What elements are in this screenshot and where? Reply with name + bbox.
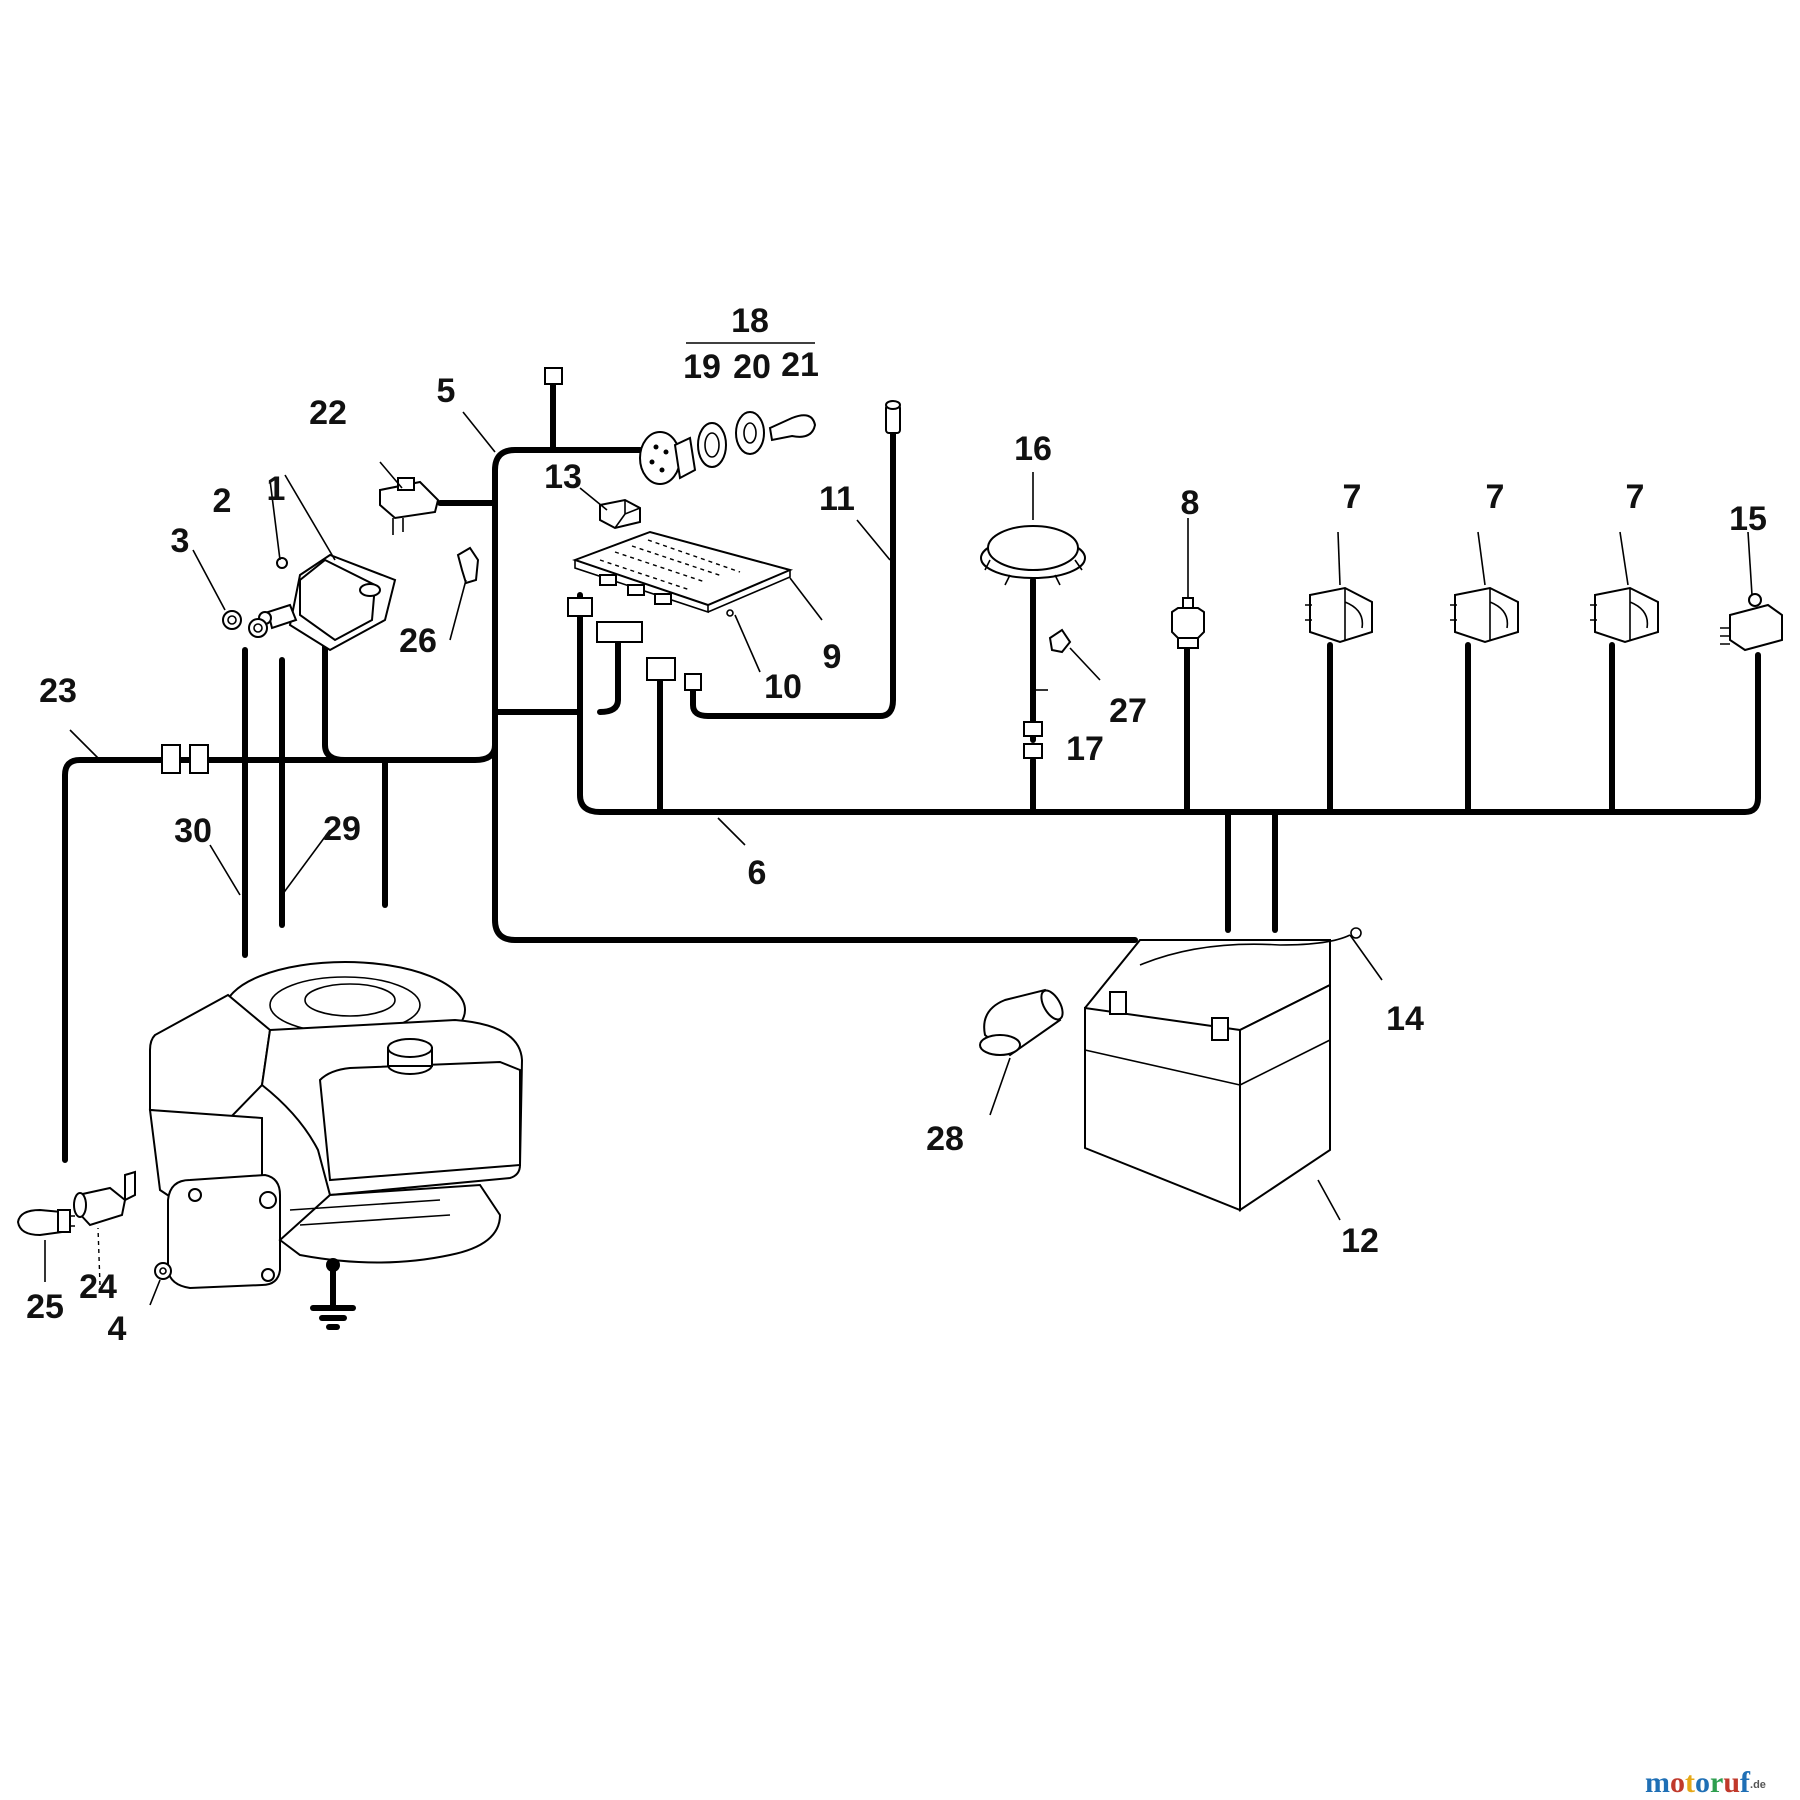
ignition-switch (639, 342, 817, 485)
switch-7b (1450, 586, 1519, 644)
label-16: 16 (1014, 430, 1052, 468)
label-30: 30 (174, 812, 212, 850)
battery (1084, 927, 1362, 1212)
label-28: 28 (926, 1120, 964, 1158)
label-9: 9 (823, 638, 842, 676)
plug-top (544, 367, 563, 385)
label-5: 5 (437, 372, 456, 410)
clip-26 (456, 546, 480, 585)
switch-7c (1590, 586, 1659, 644)
label-7a: 7 (1343, 478, 1362, 516)
label-17: 17 (1066, 730, 1104, 768)
label-23: 23 (39, 672, 77, 710)
label-14: 14 (1386, 1000, 1424, 1038)
terminal-cap (979, 988, 1064, 1057)
bulb-holder (73, 1170, 136, 1227)
micro-switch (1720, 593, 1783, 652)
label-22: 22 (309, 394, 347, 432)
circuit-board (572, 530, 794, 617)
engine (148, 961, 524, 1330)
label-27: 27 (1109, 692, 1147, 730)
label-13: 13 (544, 458, 582, 496)
label-7c: 7 (1626, 478, 1645, 516)
label-2: 2 (213, 482, 232, 520)
label-1: 1 (267, 470, 286, 508)
switch-22 (379, 477, 440, 535)
nut-4 (154, 1262, 172, 1280)
connector-23 (161, 744, 209, 774)
label-15: 15 (1729, 500, 1767, 538)
logo-suffix: .de (1750, 1779, 1766, 1791)
callout-labels: 1 2 3 4 5 6 7 7 7 8 9 10 11 12 13 14 15 … (26, 302, 1767, 1348)
horn (980, 525, 1086, 586)
motoruf-logo: motoruf.de (1645, 1766, 1766, 1799)
sensor-11 (885, 400, 901, 434)
label-24: 24 (79, 1268, 117, 1306)
logo-text: motoruf.de (1645, 1766, 1766, 1799)
label-10: 10 (764, 668, 802, 706)
connector-17 (1023, 721, 1043, 759)
label-29: 29 (323, 810, 361, 848)
pressure-switch (1171, 597, 1205, 649)
label-3: 3 (171, 522, 190, 560)
label-7b: 7 (1486, 478, 1505, 516)
label-8: 8 (1181, 484, 1200, 522)
relay-13 (599, 498, 641, 530)
label-18: 18 (731, 302, 769, 340)
label-6: 6 (748, 854, 767, 892)
label-19: 19 (683, 348, 721, 386)
label-26: 26 (399, 622, 437, 660)
clip-27 (1048, 628, 1072, 654)
label-12: 12 (1341, 1222, 1379, 1260)
solenoid (222, 553, 397, 652)
label-11: 11 (819, 480, 855, 518)
harness-plugs (567, 597, 702, 691)
label-21: 21 (781, 346, 819, 384)
bulb (16, 1208, 75, 1237)
label-25: 25 (26, 1288, 64, 1326)
leader-lines (44, 411, 1753, 1306)
label-20: 20 (733, 348, 771, 386)
label-4: 4 (108, 1310, 127, 1348)
switch-7a (1305, 586, 1373, 644)
